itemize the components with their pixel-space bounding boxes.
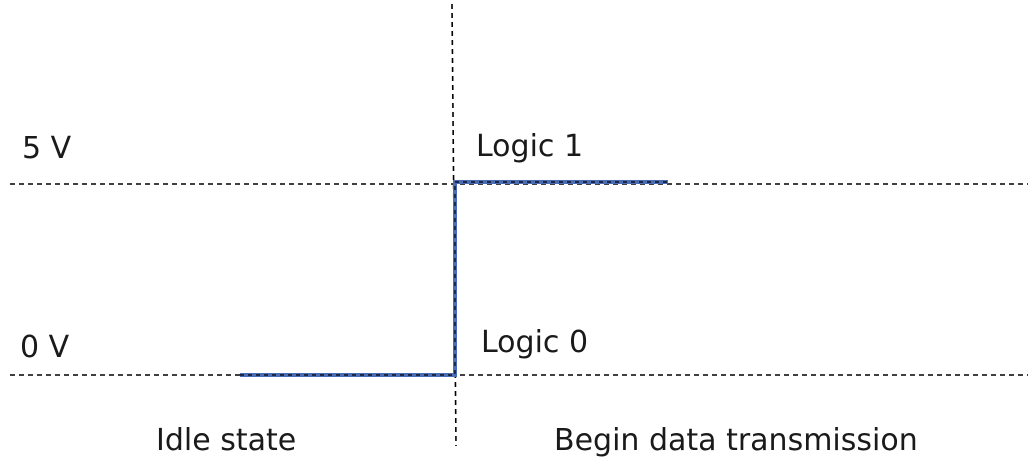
logic-one-label: Logic 1 [476, 129, 583, 164]
logic-zero-label: Logic 0 [481, 325, 588, 360]
high-voltage-label: 5 V [22, 131, 72, 166]
begin-transmission-label: Begin data transmission [554, 423, 918, 458]
signal-trace-dash-overlay [240, 181, 668, 376]
idle-state-label: Idle state [156, 423, 296, 458]
transition-divider-line [451, 3, 457, 447]
low-voltage-label: 0 V [20, 330, 70, 365]
signal-trace [240, 180, 668, 377]
